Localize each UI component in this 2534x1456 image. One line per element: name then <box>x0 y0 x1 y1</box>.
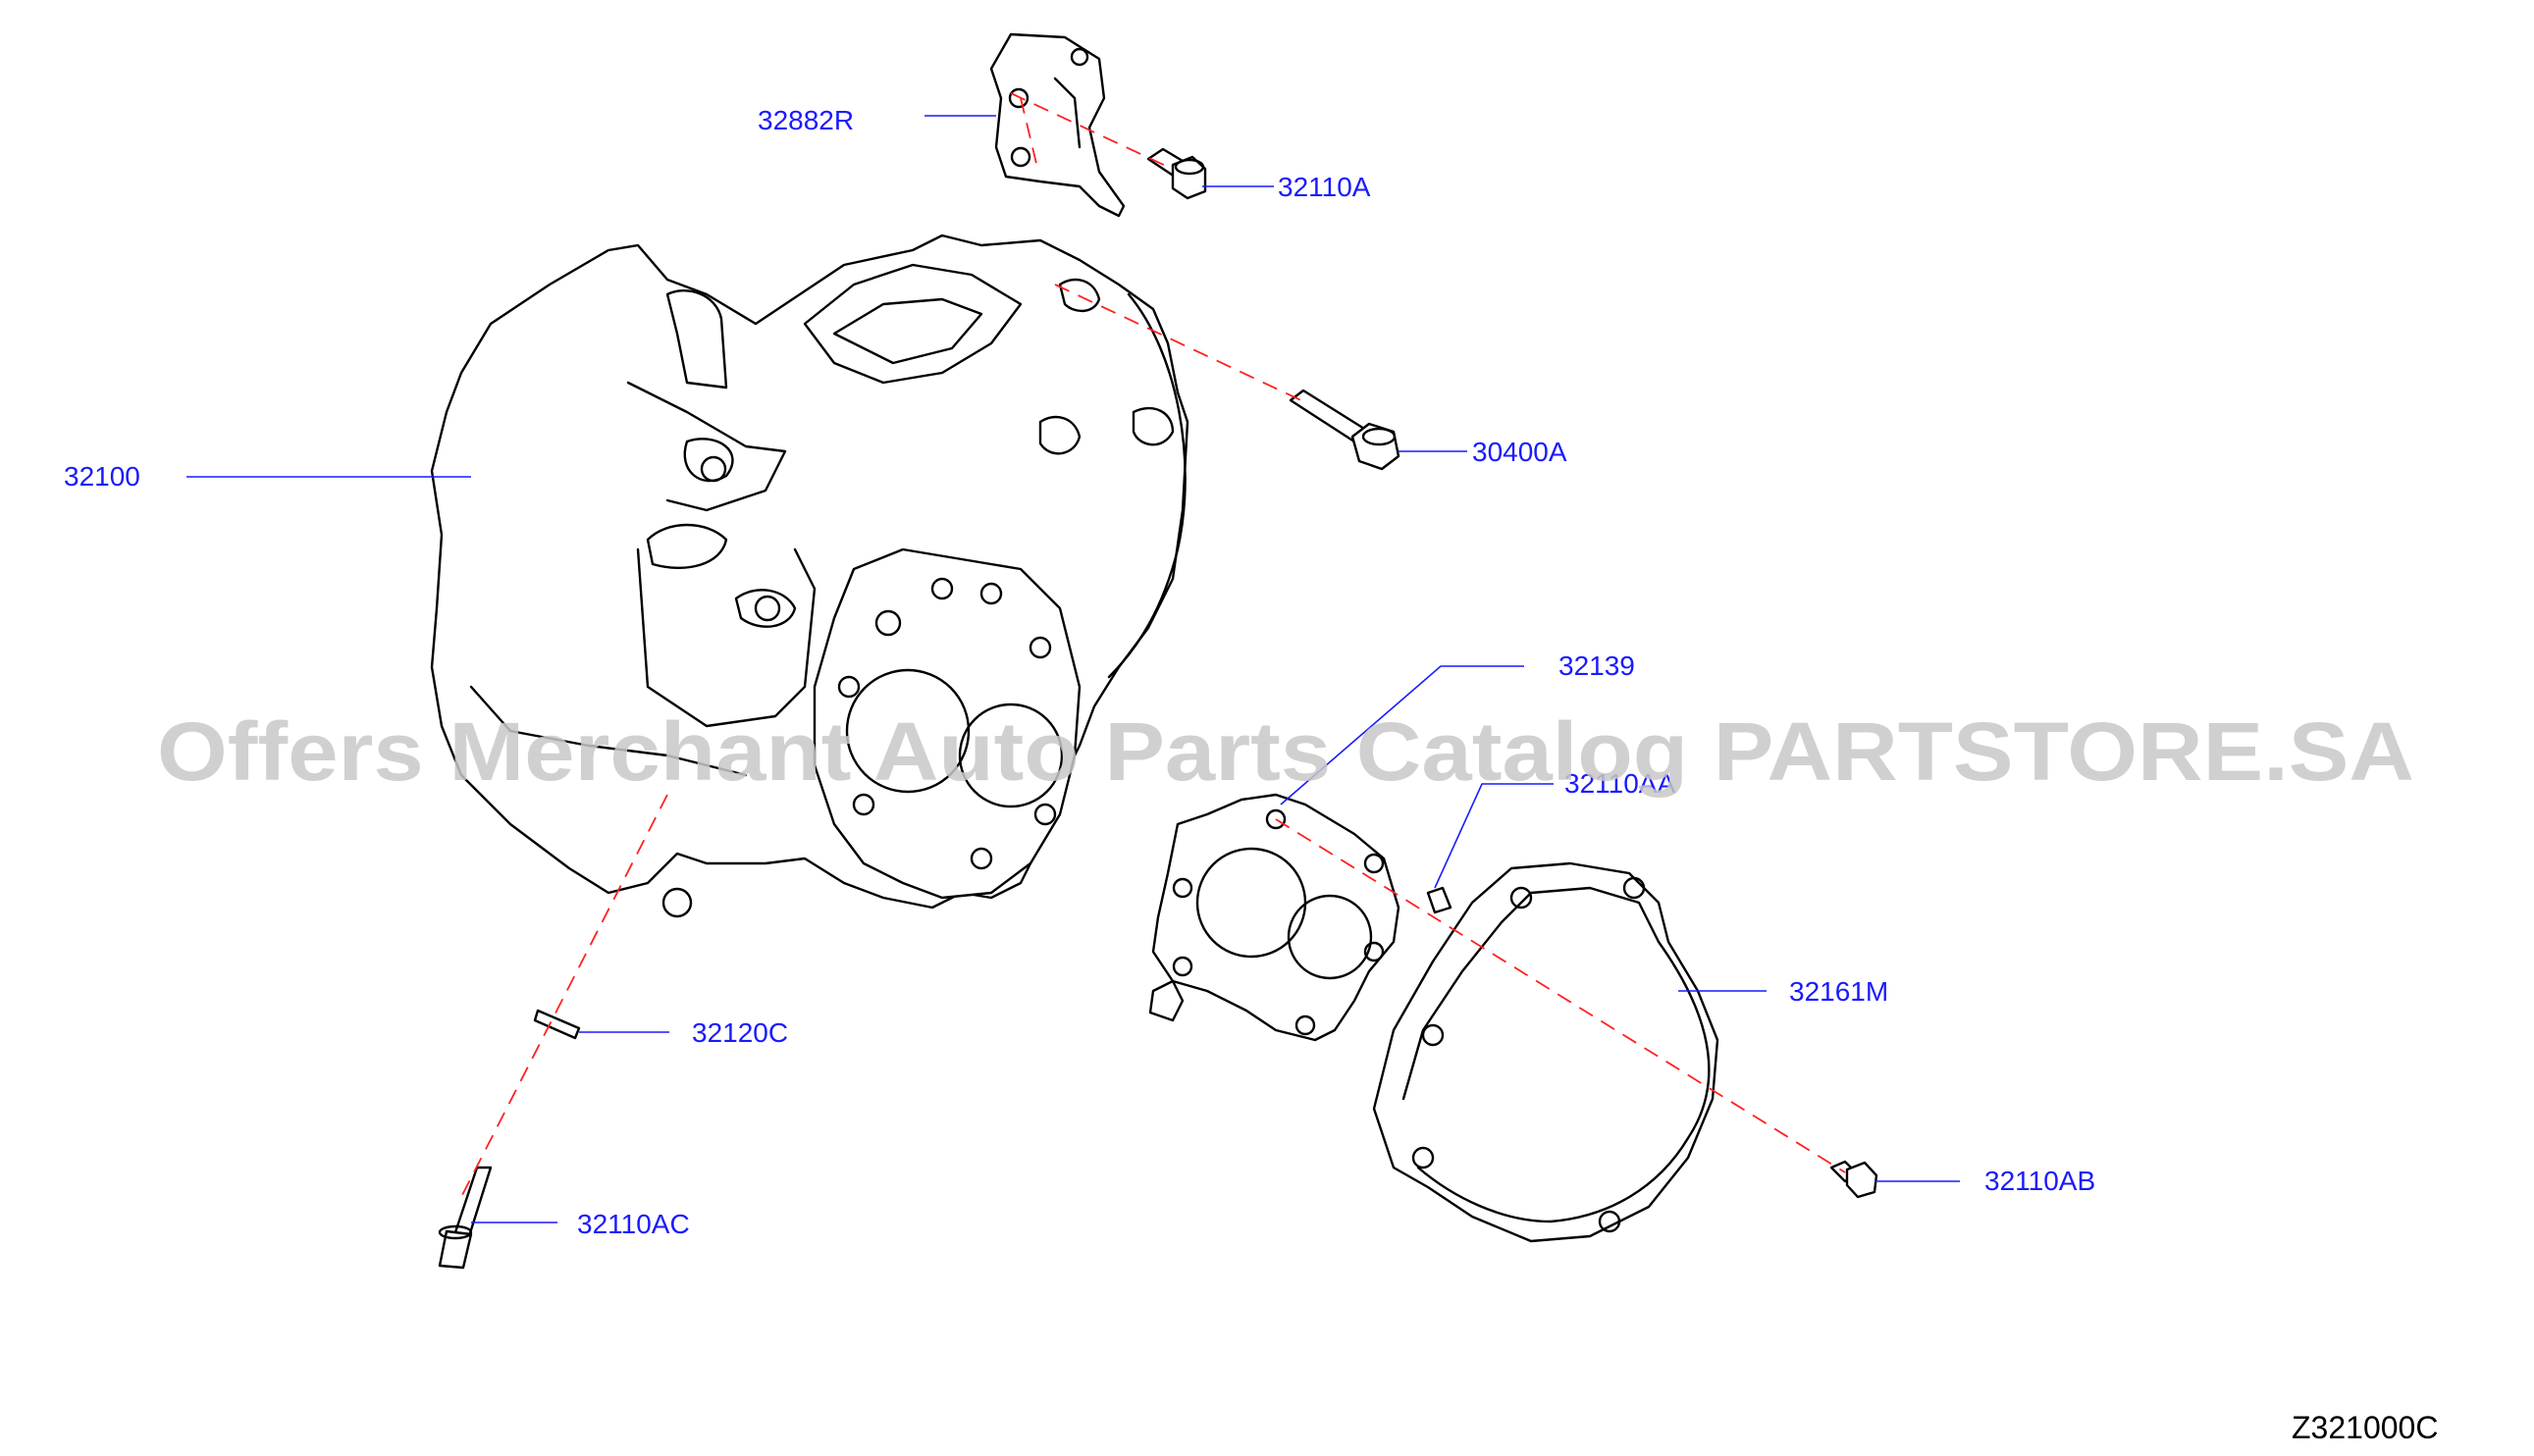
gasket-32139-drawing <box>1148 793 1400 1042</box>
part-label-32120C[interactable]: 32120C <box>692 1017 788 1048</box>
callout-labels: 32882R 32110A 30400A 32100 32139 32110AA… <box>64 105 2095 1239</box>
bolt-32110A-drawing <box>1146 147 1207 200</box>
bolt-32110AC-drawing <box>438 1166 493 1270</box>
part-label-32882R[interactable]: 32882R <box>758 105 854 135</box>
part-label-32161M[interactable]: 32161M <box>1789 976 1888 1007</box>
leader-lines <box>186 115 1960 1223</box>
watermark-text: Offers Merchant Auto Parts Catalog PARTS… <box>157 705 2414 798</box>
figure-code: Z321000C <box>2292 1410 2438 1445</box>
bracket-drawing <box>989 32 1126 218</box>
bolt-32110AB-drawing <box>1829 1160 1878 1199</box>
part-label-32139[interactable]: 32139 <box>1558 650 1635 681</box>
part-label-32110AB[interactable]: 32110AB <box>1984 1166 2095 1196</box>
alignment-lines <box>460 92 1846 1198</box>
part-label-32110AC[interactable]: 32110AC <box>577 1209 690 1239</box>
part-label-30400A[interactable]: 30400A <box>1472 437 1567 467</box>
part-label-32110A[interactable]: 32110A <box>1278 172 1371 202</box>
part-label-32100[interactable]: 32100 <box>64 461 140 492</box>
bolt-32110AA-drawing <box>1426 886 1452 914</box>
transmission-case-drawing <box>430 234 1189 918</box>
cover-32161M-drawing <box>1372 861 1719 1243</box>
part-label-32110AA[interactable]: 32110AA <box>1564 768 1675 799</box>
bolt-30400A-drawing <box>1289 389 1400 471</box>
washer-32120C-drawing <box>533 1009 581 1040</box>
